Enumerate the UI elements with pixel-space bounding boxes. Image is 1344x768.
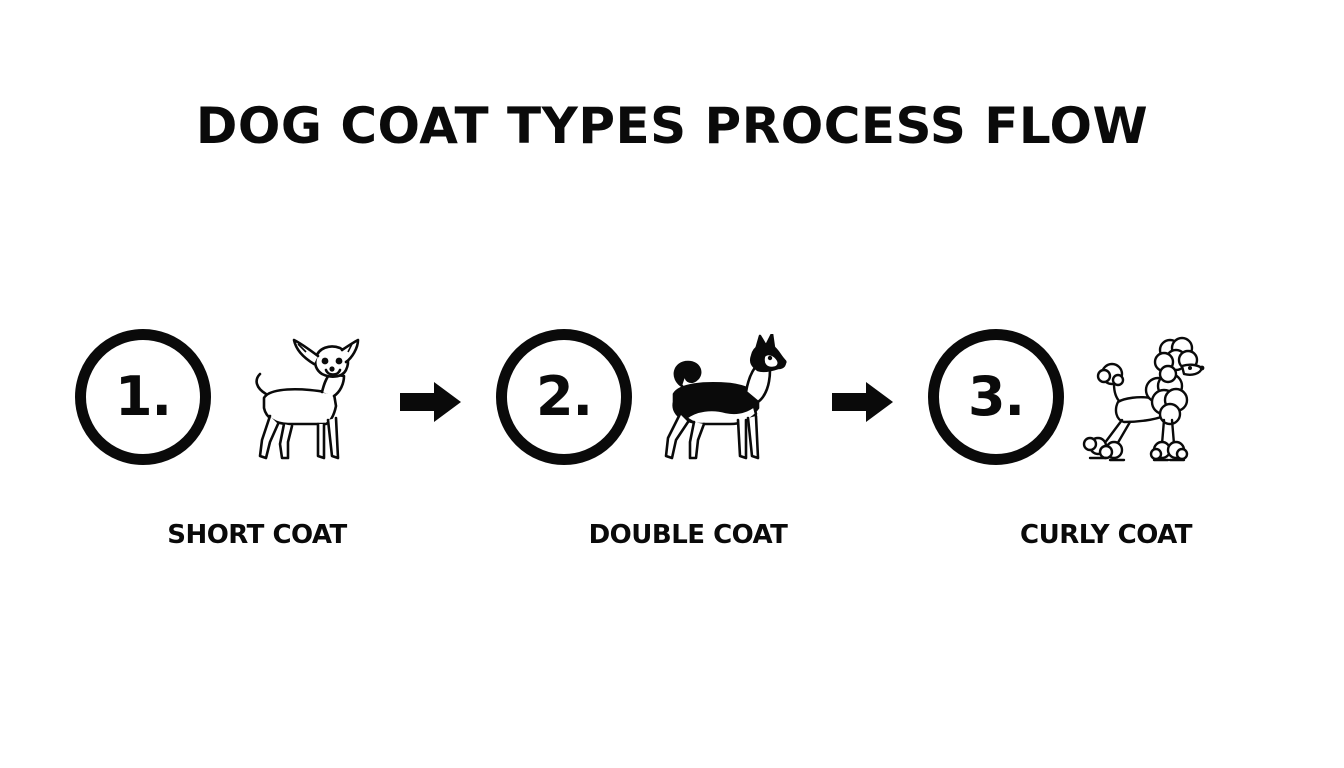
diagram-title: DOG COAT TYPES PROCESS FLOW bbox=[195, 97, 1149, 155]
step-3-label: CURLY COAT bbox=[1020, 520, 1192, 550]
step-3-circle: 3. bbox=[928, 329, 1064, 465]
step-1-number: 1. bbox=[114, 365, 172, 428]
step-2-circle: 2. bbox=[496, 329, 632, 465]
chihuahua-icon bbox=[255, 338, 360, 460]
step-1-circle: 1. bbox=[75, 329, 211, 465]
arrow-right-icon bbox=[832, 382, 893, 422]
step-2-number: 2. bbox=[535, 365, 593, 428]
step-2-label: DOUBLE COAT bbox=[588, 520, 788, 550]
husky-icon bbox=[664, 334, 787, 460]
step-3-number: 3. bbox=[967, 365, 1025, 428]
step-1-label: SHORT COAT bbox=[167, 520, 347, 550]
poodle-icon bbox=[1082, 336, 1205, 462]
arrow-right-icon bbox=[400, 382, 461, 422]
